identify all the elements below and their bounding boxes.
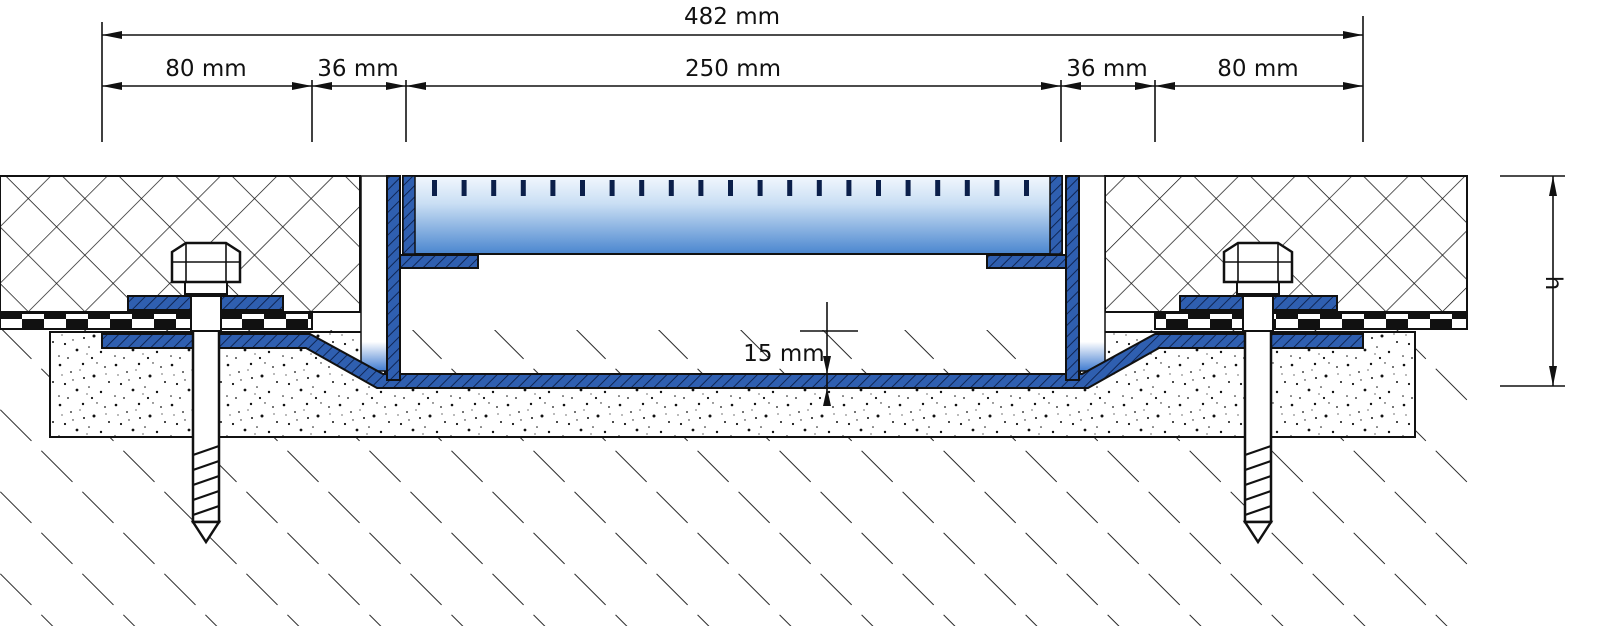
grate-slot xyxy=(639,180,645,196)
anchor-bolt-left xyxy=(170,241,242,545)
floor-covering-right xyxy=(1104,175,1468,313)
channel-body xyxy=(101,175,1364,389)
grate-slot xyxy=(1024,180,1029,196)
grate-slot xyxy=(461,180,467,196)
grate-slot xyxy=(432,180,437,196)
dim-right-gap-label: 36 mm xyxy=(1066,56,1147,82)
grate-slot xyxy=(994,180,1000,196)
grate-slot xyxy=(491,180,497,196)
grate-slot xyxy=(728,180,733,196)
grate-slot xyxy=(816,180,822,196)
dim-right-flange-label: 80 mm xyxy=(1217,56,1298,82)
dim-overall-label: 482 mm xyxy=(684,4,780,30)
grate-slot xyxy=(935,180,941,196)
grate-slot xyxy=(876,180,881,196)
grate-slot xyxy=(580,180,585,196)
grate-slot xyxy=(787,180,793,196)
grate-slot xyxy=(609,180,615,196)
grate-slot xyxy=(964,180,970,196)
joint-gap xyxy=(360,175,1106,372)
waterproof-membrane xyxy=(0,312,1468,330)
dim-left-gap-label: 36 mm xyxy=(317,56,398,82)
grate-slot xyxy=(520,180,526,196)
grate-slot xyxy=(698,180,704,196)
anchor-bolt-right xyxy=(1222,241,1294,545)
grate-slots xyxy=(432,180,1029,196)
height-dimension xyxy=(1500,175,1565,387)
grate-slot xyxy=(757,180,763,196)
floor-thickness-dimension xyxy=(800,302,858,406)
floor-covering-left xyxy=(0,175,361,313)
dim-channel-width-label: 250 mm xyxy=(685,56,781,82)
grate-slot xyxy=(905,180,911,196)
dim-floor-thickness-label: 15 mm xyxy=(743,341,824,367)
grate-slot xyxy=(846,180,852,196)
dimension-lines xyxy=(101,16,1364,142)
grate-slot xyxy=(550,180,556,196)
grate xyxy=(402,175,1063,255)
dim-height-label: h xyxy=(1540,276,1566,291)
grate-slot xyxy=(668,180,674,196)
dim-left-flange-label: 80 mm xyxy=(165,56,246,82)
